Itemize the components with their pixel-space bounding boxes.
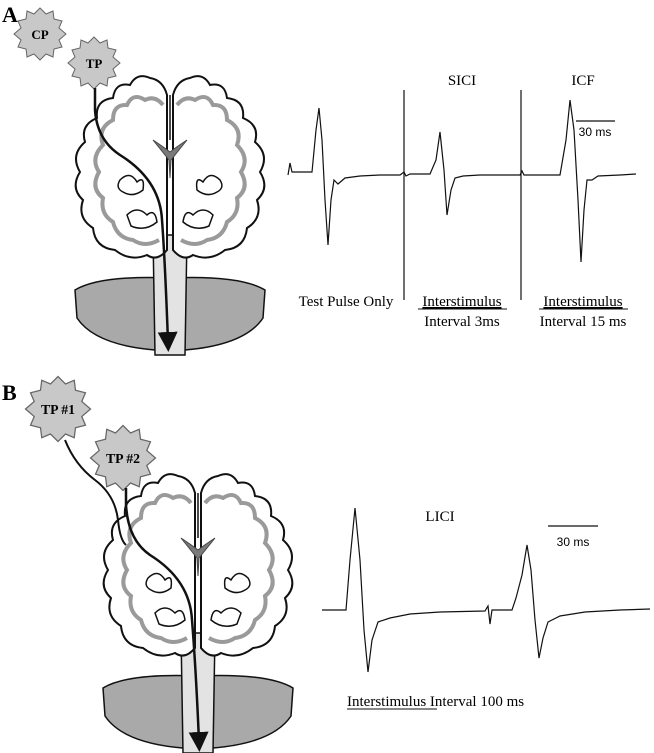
emg-trace-a	[287, 99, 637, 263]
pathway-tp1	[64, 439, 127, 546]
condition-label-lici-rest: Interval 100 ms	[426, 694, 524, 710]
arrow-down-icon	[124, 488, 209, 752]
condition-label-lici-underlined: Interstimulus	[347, 694, 426, 710]
stimulus-cp-label: CP	[31, 27, 48, 42]
stimulus-tp-label: TP	[86, 56, 103, 71]
condition-title-sici: SICI	[448, 73, 476, 89]
scale-bar-a-label: 30 ms	[579, 125, 612, 139]
condition-label-test-pulse: Test Pulse Only	[299, 294, 394, 310]
stimulus-tp: TP	[67, 36, 121, 90]
emg-trace-b	[322, 507, 651, 673]
stimulus-tp1: TP #1	[24, 375, 92, 443]
stimulus-cp: CP	[13, 7, 67, 61]
stimulus-tp2-label: TP #2	[106, 451, 140, 466]
condition-label-icf-line2: Interval 15 ms	[540, 314, 627, 330]
stimulus-tp2: TP #2	[89, 424, 157, 492]
panel-a-letter: A	[2, 2, 18, 27]
condition-label-sici-line2: Interval 3ms	[424, 314, 500, 330]
arrow-down-icon	[93, 88, 178, 352]
panel-b-letter: B	[2, 380, 17, 405]
stimulus-tp1-label: TP #1	[41, 402, 75, 417]
condition-title-icf: ICF	[571, 73, 594, 89]
brain-coronal-icon	[73, 74, 267, 358]
condition-title-lici: LICI	[425, 509, 454, 525]
scale-bar-b-label: 30 ms	[557, 535, 590, 549]
condition-label-sici-line1: Interstimulus	[422, 294, 501, 310]
condition-label-icf-line1: Interstimulus	[543, 294, 622, 310]
condition-label-lici: Interstimulus Interval 100 ms	[347, 694, 524, 710]
